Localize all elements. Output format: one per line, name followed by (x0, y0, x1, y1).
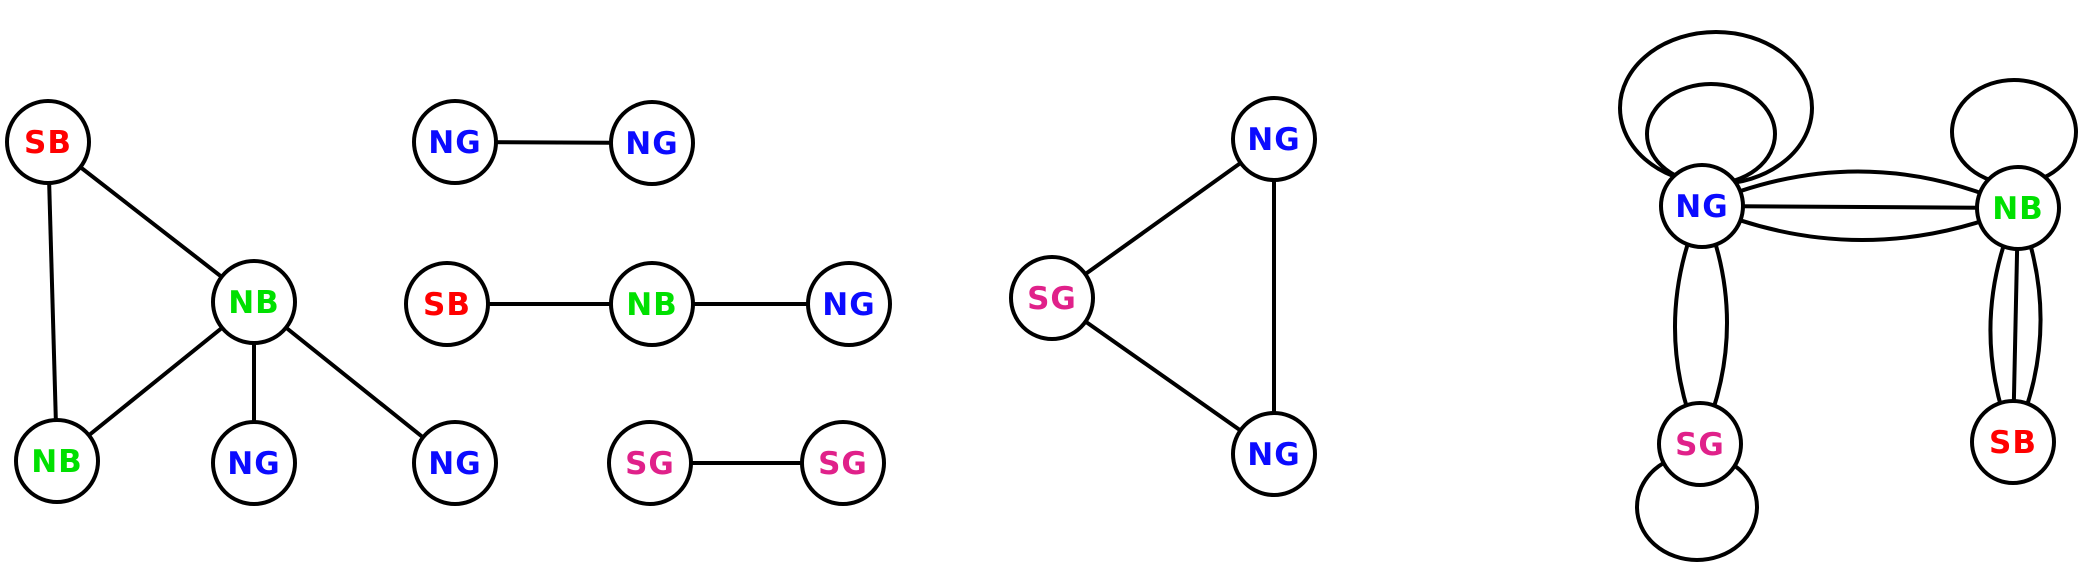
component-5-node-ng2 (1231, 411, 1317, 497)
component-6-edge-ng1-nb1-0 (1701, 169, 2019, 210)
component-6-edge-ng1-nb1-1 (1701, 204, 2019, 210)
component-4-node-label-sg1: SG (625, 446, 675, 482)
component-2: NG NG (412, 99, 695, 186)
component-2-node-label-ng2: NG (625, 126, 678, 162)
component-1-node-label-sb1: SB (24, 125, 72, 161)
component-3-node-sb1 (404, 261, 490, 347)
component-6-node-label-sg1: SG (1675, 427, 1725, 463)
component-6: NG NB SG SB (1618, 30, 2078, 562)
component-6-node-ng1 (1659, 163, 1745, 249)
component-2-node-ng1 (412, 99, 498, 185)
component-5-edge-sg1-ng2-1 (1050, 296, 1276, 456)
component-1-node-nb2 (14, 418, 100, 504)
component-2-node-ng2 (609, 100, 695, 186)
component-6-node-sb1 (1970, 399, 2056, 485)
component-4-node-label-sg2: SG (818, 446, 868, 482)
component-5-edge-sg1-ng1-0 (1050, 137, 1276, 300)
component-6-node-label-sb1: SB (1989, 425, 2037, 461)
component-2-node-label-ng1: NG (428, 125, 481, 161)
component-3-node-ng1 (806, 261, 892, 347)
component-6-node-nb1 (1975, 165, 2061, 251)
component-4-node-sg2 (800, 420, 886, 506)
component-3-node-nb1 (609, 261, 695, 347)
component-5: SG NG NG (1009, 96, 1317, 497)
component-1-edge-sb1-nb2-1 (46, 141, 59, 462)
component-1-edge-sb1-nb1-0 (46, 140, 256, 304)
component-3: SB NB NG (404, 261, 892, 347)
component-3-node-label-nb1: NB (626, 287, 678, 323)
component-3-node-label-ng1: NG (822, 287, 875, 323)
component-4: SG SG (607, 420, 886, 506)
component-5-node-label-ng1: NG (1247, 122, 1300, 158)
component-6-node-label-ng1: NG (1675, 189, 1728, 225)
component-1-node-ng1 (211, 420, 297, 506)
component-6-node-label-nb1: NB (1992, 191, 2044, 227)
component-5-node-sg1 (1009, 255, 1095, 341)
component-5-node-ng1 (1231, 96, 1317, 182)
component-1-node-label-ng1: NG (227, 446, 280, 482)
component-5-node-label-ng2: NG (1247, 437, 1300, 473)
component-1-node-label-nb1: NB (228, 285, 280, 321)
component-1-node-sb1 (5, 99, 91, 185)
component-1-node-ng2 (412, 420, 498, 506)
component-4-node-sg1 (607, 420, 693, 506)
component-1: SB NB NB NG NG (5, 99, 498, 506)
component-6-edge-ng1-nb1-2 (1701, 204, 2019, 242)
component-5-node-label-sg1: SG (1027, 281, 1077, 317)
component-3-node-label-sb1: SB (423, 287, 471, 323)
component-1-node-label-nb2: NB (31, 444, 83, 480)
component-1-node-label-ng2: NG (428, 446, 481, 482)
component-6-node-sg1 (1657, 401, 1743, 487)
component-1-node-nb1 (211, 259, 297, 345)
